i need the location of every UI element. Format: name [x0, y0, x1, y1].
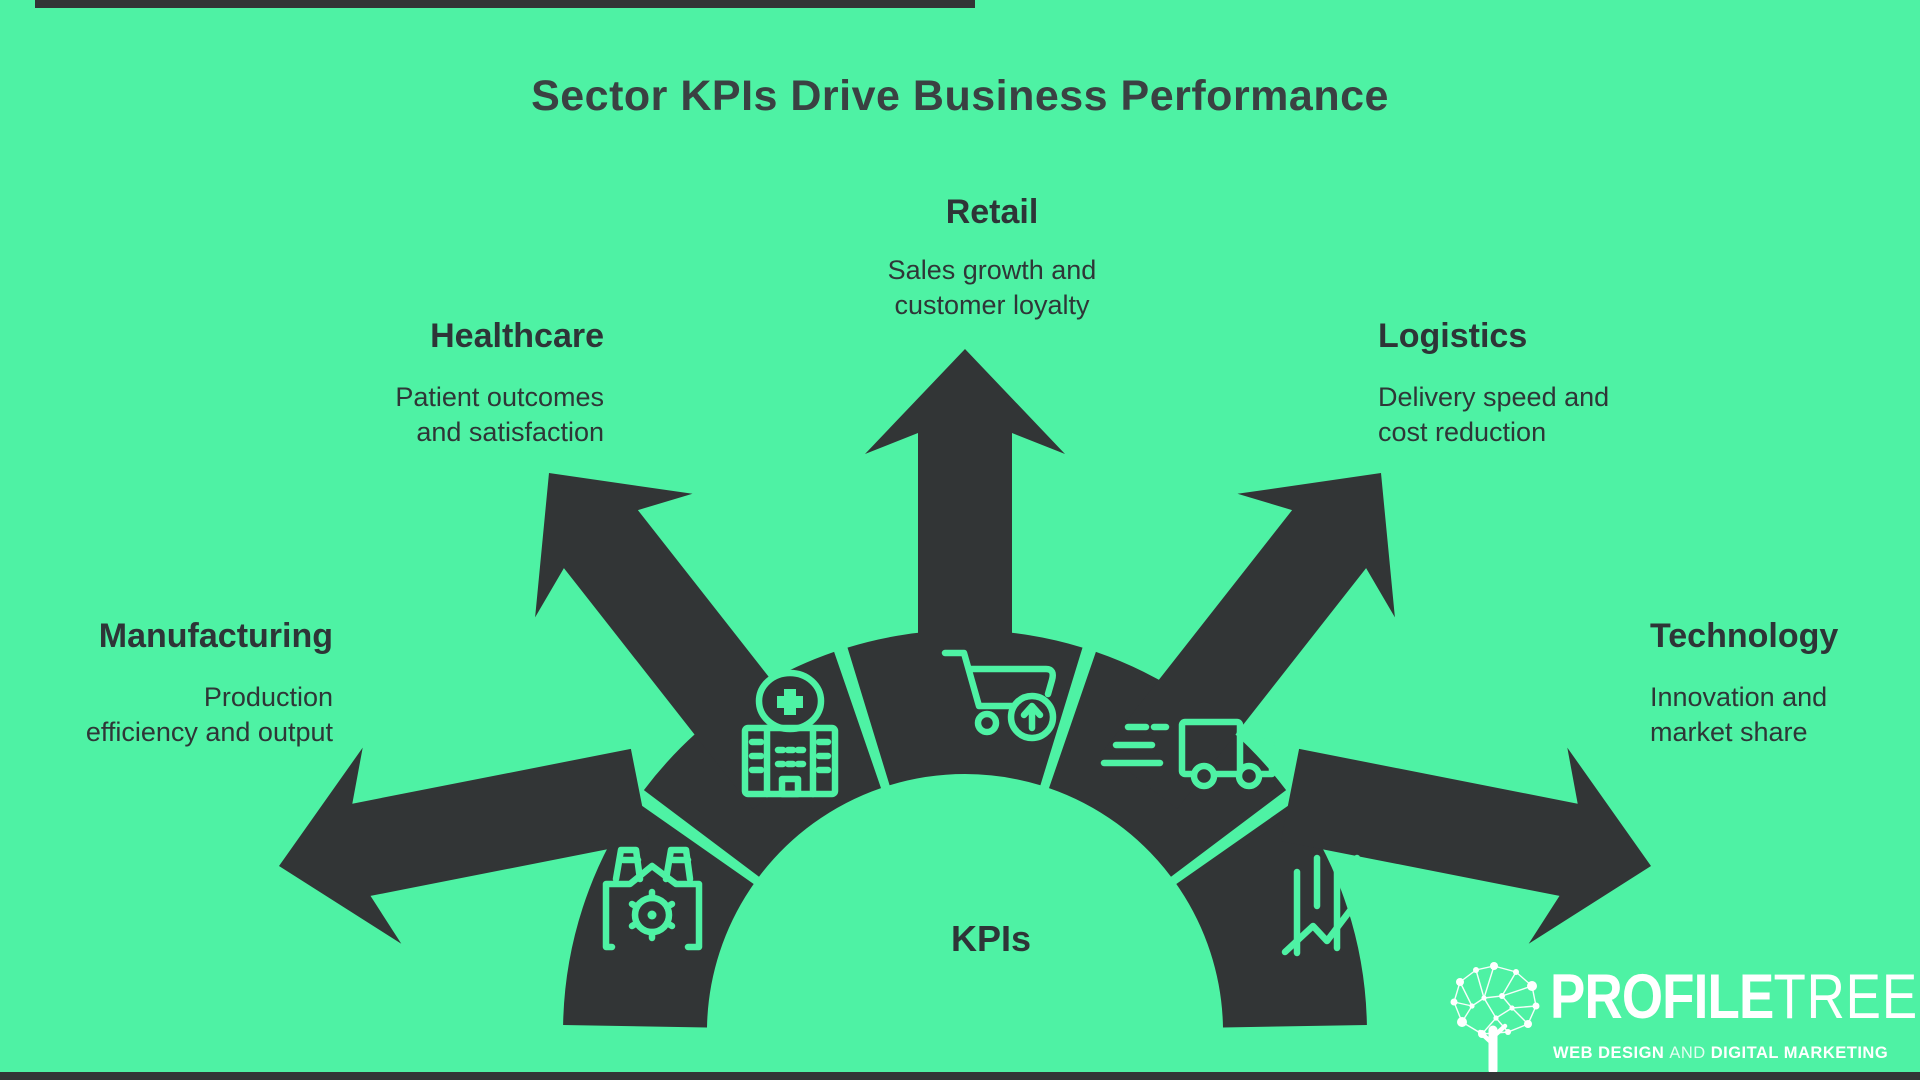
tagline-and: AND [1669, 1044, 1706, 1062]
sector-technology-desc-line2: market share [1650, 716, 1808, 747]
sector-logistics-desc-line2: cost reduction [1378, 416, 1547, 447]
sector-technology-label: Technology [1650, 617, 1839, 655]
arrow-retail [865, 349, 1065, 730]
top-edge-bar [35, 0, 975, 8]
sector-manufacturing-label: Manufacturing [98, 617, 333, 655]
sector-technology: Technology Innovation and market share [1650, 616, 1920, 750]
hospital-icon [741, 669, 839, 798]
sector-manufacturing: Manufacturing Production efficiency and … [13, 616, 333, 750]
sector-technology-desc-line1: Innovation and [1650, 681, 1828, 712]
factory-icon [602, 846, 703, 951]
arrow-logistics [1103, 473, 1395, 809]
tagline-web-design: WEB DESIGN [1553, 1044, 1665, 1062]
sector-manufacturing-desc-line2: efficiency and output [85, 716, 333, 747]
sector-retail-desc-line1: Sales growth and [887, 254, 1097, 285]
brand-profile: PROFILE [1550, 962, 1774, 1032]
shopping-cart-icon [941, 649, 1057, 742]
sector-healthcare: Healthcare Patient outcomes and satisfac… [184, 316, 604, 450]
sector-manufacturing-desc-line1: Production [203, 681, 333, 712]
sector-retail-desc-line2: customer loyalty [894, 289, 1090, 320]
page-title: Sector KPIs Drive Business Performance [531, 72, 1389, 120]
profiletree-brand-text: PROFILETREE [1550, 966, 1918, 1029]
delivery-truck-icon [1100, 718, 1276, 790]
sector-healthcare-desc-line2: and satisfaction [416, 416, 604, 447]
bottom-edge-bar [0, 1072, 1920, 1080]
sector-healthcare-label: Healthcare [430, 317, 604, 355]
sector-logistics: Logistics Delivery speed and cost reduct… [1378, 316, 1798, 450]
sector-healthcare-desc-line1: Patient outcomes [395, 381, 604, 412]
kpis-center-label: KPIs [950, 918, 1032, 959]
brand-tree: TREE [1773, 962, 1918, 1032]
arrow-technology [1280, 747, 1651, 944]
sector-retail-label: Retail [945, 193, 1039, 231]
segment-manufacturing [563, 801, 754, 1028]
tagline-digital-marketing: DIGITAL MARKETING [1710, 1044, 1889, 1062]
sector-retail: Retail Sales growth and customer loyalty [742, 192, 1242, 323]
profiletree-tree-icon [1450, 962, 1540, 1072]
sector-logistics-label: Logistics [1378, 317, 1528, 355]
arrow-manufacturing [279, 747, 650, 944]
growth-chart-icon [1281, 854, 1379, 957]
sector-arrows [279, 349, 1651, 944]
sector-logistics-desc-line1: Delivery speed and [1378, 381, 1610, 412]
